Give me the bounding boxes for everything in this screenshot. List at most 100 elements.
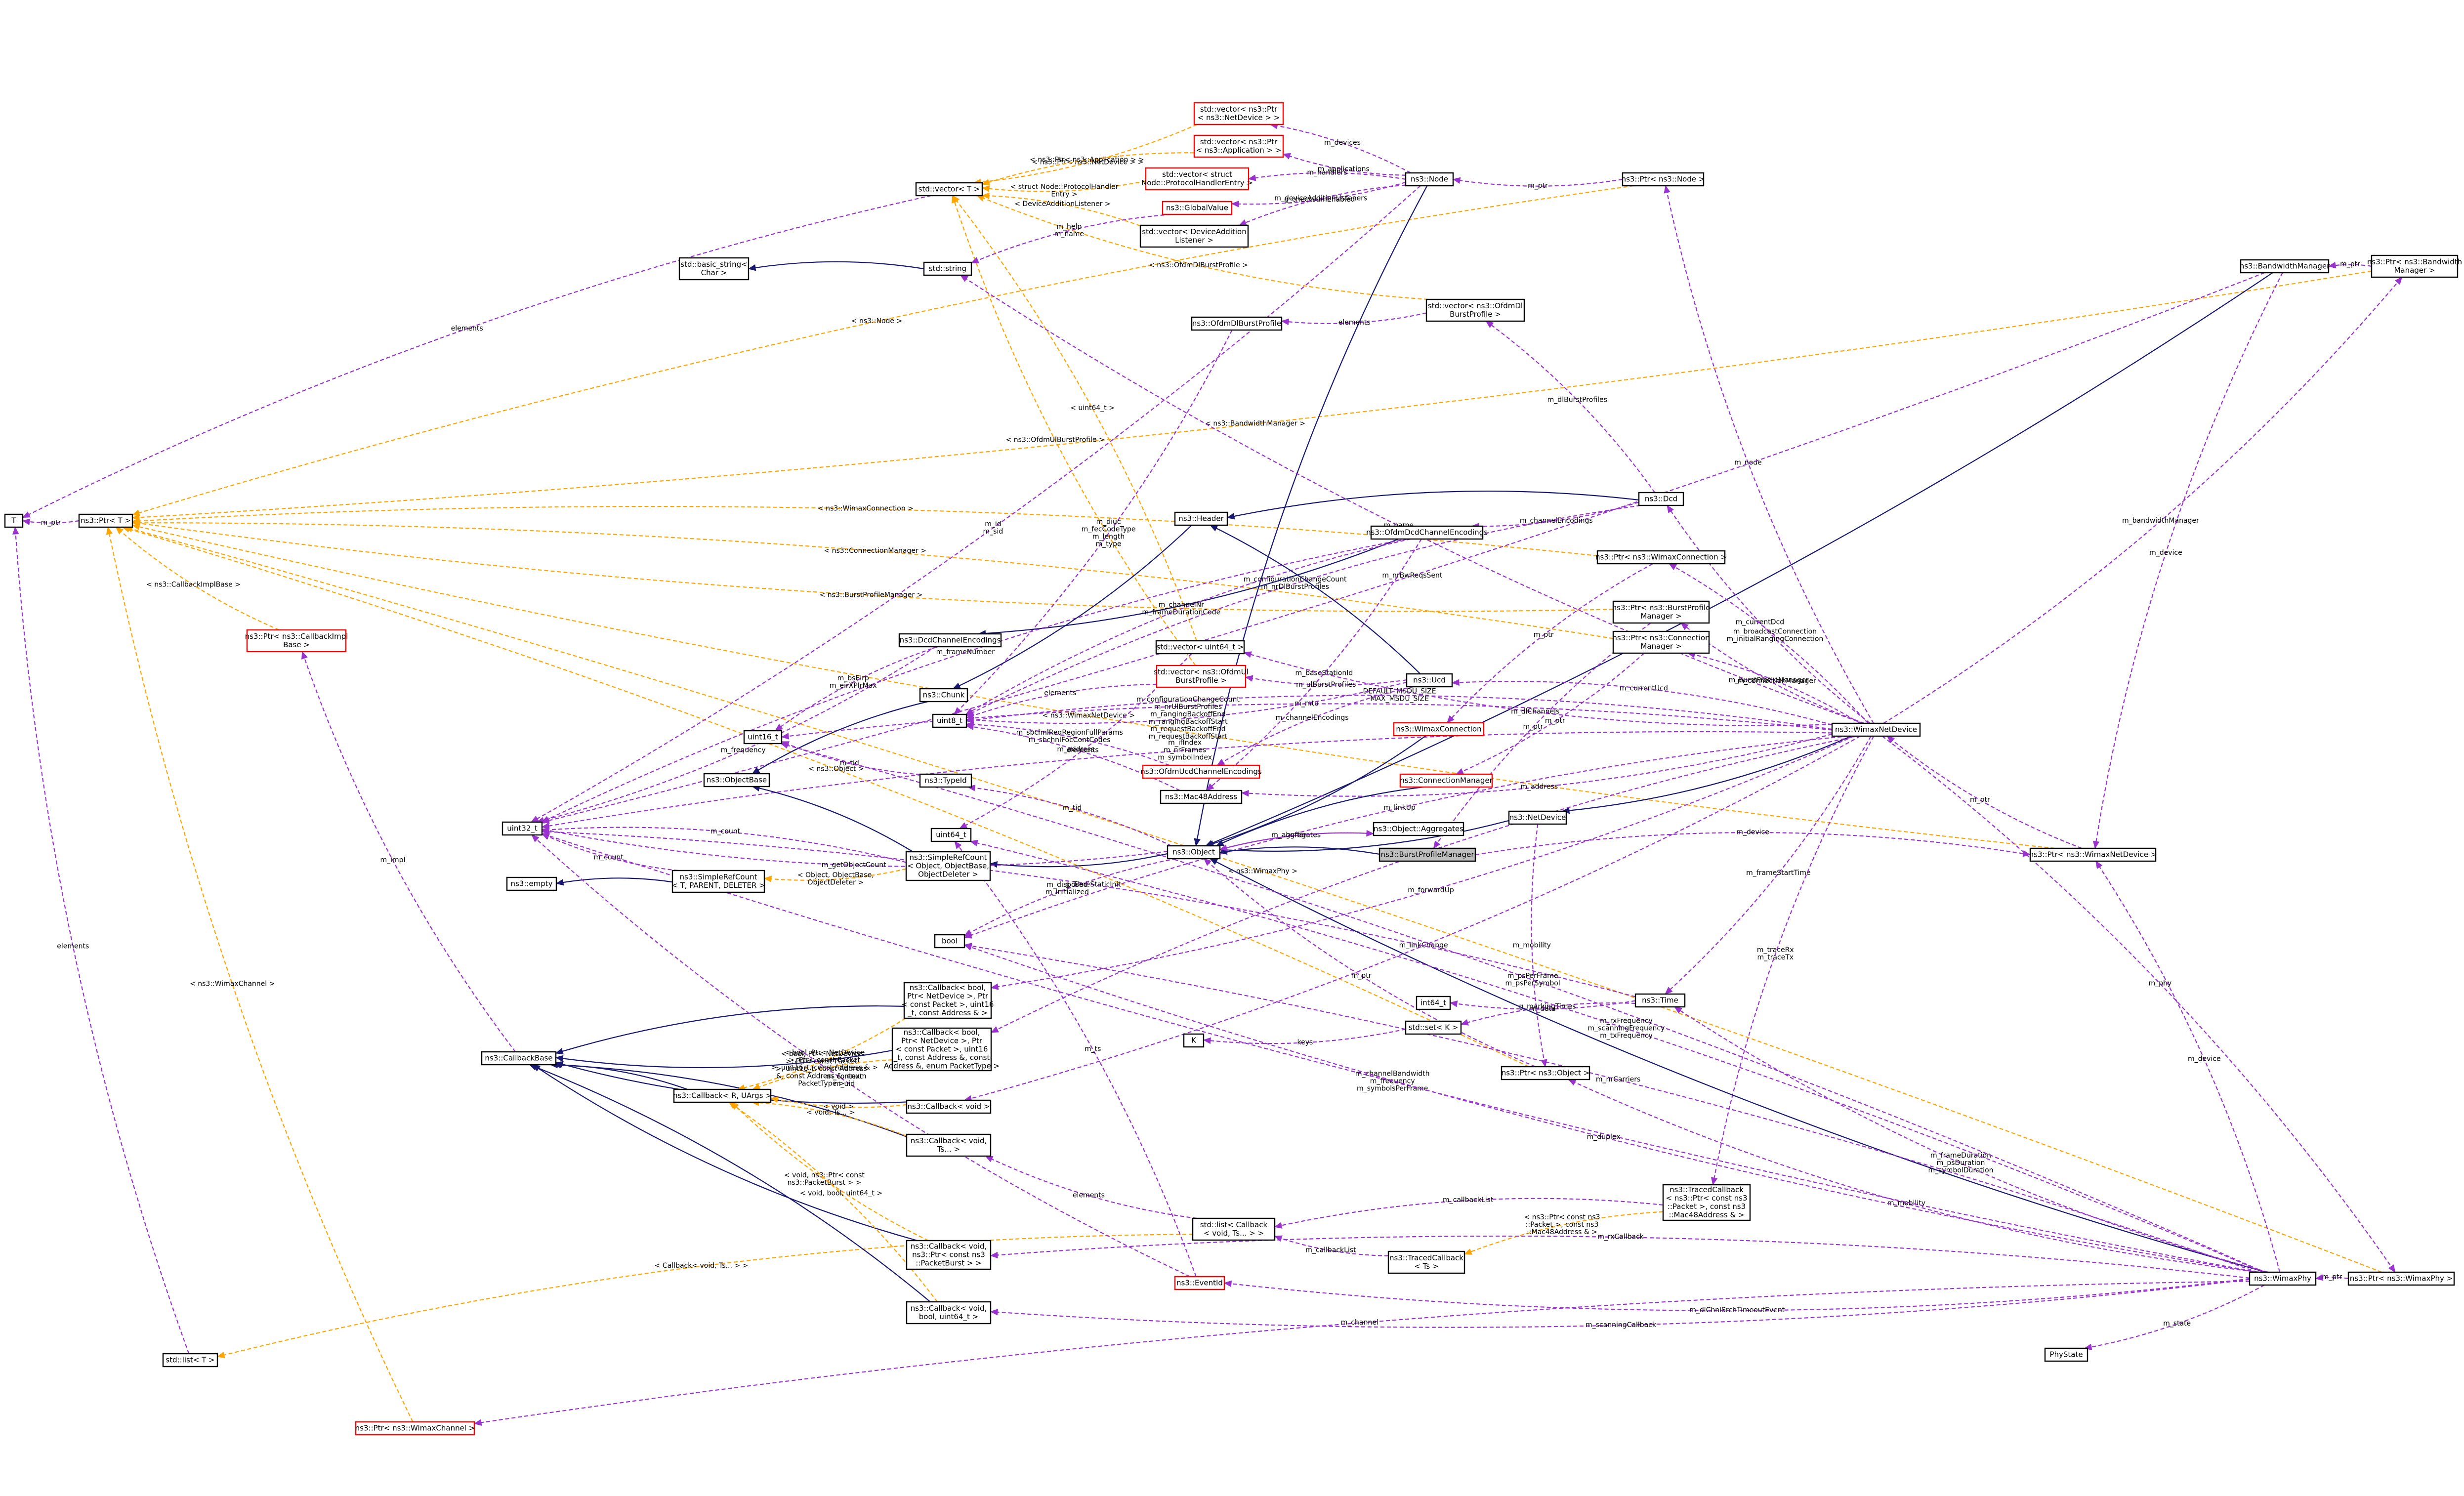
- edge-callbackImplBase-to-ptrT: < ns3::CallbackImplBase >: [115, 527, 280, 631]
- node-globalValue[interactable]: ns3::GlobalValue: [1162, 201, 1233, 215]
- node-uint32[interactable]: uint32_t: [501, 821, 543, 836]
- node-uint8[interactable]: uint8_t: [932, 713, 967, 728]
- node-ptrConnMgr[interactable]: ns3::Ptr< ns3::ConnectionManager >: [1612, 630, 1710, 654]
- node-vecOfdmDlBurst[interactable]: std::vector< ns3::OfdmDlBurstProfile >: [1425, 298, 1525, 322]
- edge-arrowhead: [969, 839, 978, 846]
- edge-wimaxPhy-to-uint64: m_rxFrequencym_scanningFrequencym_txFreq…: [969, 839, 2264, 1273]
- node-vecProtoHandler[interactable]: std::vector< structNode::ProtocolHandler…: [1141, 167, 1253, 191]
- edge-label: m_address: [1057, 746, 1094, 753]
- node-ptrT[interactable]: ns3::Ptr< T >: [78, 513, 133, 528]
- node-tracedCbPkt[interactable]: ns3::TracedCallback< ns3::Ptr< const ns3…: [1662, 1184, 1751, 1221]
- node-cbRUArgs[interactable]: ns3::Callback< R, UArgs >: [673, 1088, 772, 1103]
- node-int64[interactable]: int64_t: [1416, 996, 1451, 1010]
- node-dcd[interactable]: ns3::Dcd: [1638, 492, 1684, 506]
- edge-label: m_mobility: [1887, 1199, 1925, 1207]
- node-object[interactable]: ns3::Object: [1167, 845, 1221, 860]
- node-stdlistT[interactable]: std::list< T >: [162, 1353, 218, 1368]
- node-box: [1393, 722, 1485, 737]
- node-ptrNode[interactable]: ns3::Ptr< ns3::Node >: [1622, 172, 1705, 187]
- node-K[interactable]: K: [1183, 1033, 1205, 1048]
- edge-stdlistCb-to-stdlistT: < Callback< void, Ts... > >: [216, 1234, 1193, 1359]
- node-chunk[interactable]: ns3::Chunk: [919, 688, 968, 703]
- node-bwManager[interactable]: ns3::BandwidthManager: [2240, 259, 2330, 274]
- node-label: std::vector< uint64_t >: [1156, 643, 1244, 652]
- node-vecOfdmUlBurst[interactable]: std::vector< ns3::OfdmUlBurstProfile >: [1154, 665, 1249, 688]
- node-vecApplication[interactable]: std::vector< ns3::Ptr< ns3::Application …: [1193, 134, 1284, 158]
- node-setK[interactable]: std::set< K >: [1405, 1020, 1462, 1035]
- edge-arrowhead: [1245, 675, 1253, 682]
- node-connMgr[interactable]: ns3::ConnectionManager: [1399, 773, 1493, 788]
- node-ucd[interactable]: ns3::Ucd: [1406, 673, 1453, 688]
- node-empty[interactable]: ns3::empty: [506, 876, 557, 891]
- edge-arrowhead: [1241, 790, 1249, 797]
- edge-line: [1224, 1278, 2250, 1311]
- node-uint16[interactable]: uint16_t: [743, 730, 783, 745]
- edge-line: [965, 538, 1411, 715]
- node-label: < const Packet >, uint16: [902, 1000, 994, 1009]
- node-wimaxPhy[interactable]: ns3::WimaxPhy: [2249, 1271, 2317, 1286]
- node-stdstring[interactable]: std::string: [923, 261, 972, 276]
- node-callbackBase[interactable]: ns3::CallbackBase: [481, 1051, 557, 1066]
- node-uint64[interactable]: uint64_t: [930, 828, 972, 842]
- edge-wimaxPhy-to-cbVoidPkt: m_rxCallback: [990, 1233, 2250, 1279]
- node-tracedCbTs[interactable]: ns3::TracedCallback< Ts >: [1387, 1250, 1465, 1274]
- node-cbBoolNetDev2[interactable]: ns3::Callback< bool,Ptr< NetDevice >, Pt…: [884, 1027, 1000, 1072]
- edge-setK-to-K: keys: [1203, 1028, 1406, 1046]
- node-basicString[interactable]: std::basic_string<Char >: [678, 257, 750, 281]
- node-ofdmUcdEnc[interactable]: ns3::OfdmUcdChannelEncodings: [1140, 764, 1262, 779]
- node-ptrWimaxChannel[interactable]: ns3::Ptr< ns3::WimaxChannel >: [355, 1421, 475, 1436]
- node-time[interactable]: ns3::Time: [1634, 993, 1686, 1008]
- node-vecUint64[interactable]: std::vector< uint64_t >: [1155, 640, 1245, 655]
- node-phyState[interactable]: PhyState: [2044, 1347, 2088, 1362]
- node-typeId[interactable]: ns3::TypeId: [919, 773, 972, 788]
- node-dcdChanEnc[interactable]: ns3::DcdChannelEncodings: [898, 633, 1002, 648]
- node-ptrBurstProfMgr[interactable]: ns3::Ptr< ns3::BurstProfileManager >: [1612, 600, 1711, 624]
- node-label: ns3::DcdChannelEncodings: [900, 636, 1001, 645]
- node-ofdmDlBurst[interactable]: ns3::OfdmDlBurstProfile: [1191, 316, 1283, 331]
- edge-label: m_ulBurstProfiles: [1296, 681, 1356, 689]
- edge-line: [990, 1235, 2250, 1279]
- node-wimaxConn[interactable]: ns3::WimaxConnection: [1393, 722, 1485, 737]
- node-cbVoidPkt[interactable]: ns3::Callback< void,ns3::Ptr< const ns3:…: [906, 1240, 992, 1270]
- edge-line: [2084, 1285, 2265, 1349]
- node-cbVoidBool[interactable]: ns3::Callback< void,bool, uint64_t >: [906, 1301, 992, 1325]
- node-vectorT[interactable]: std::vector< T >: [915, 182, 983, 197]
- edge-line: [542, 827, 907, 863]
- node-ptrBwManager[interactable]: ns3::Ptr< ns3::BandwidthManager >: [2367, 254, 2462, 278]
- edge-node-to-globalValue: g_checksumEnabled: [1231, 181, 1406, 208]
- node-eventId[interactable]: ns3::EventId: [1174, 1276, 1225, 1290]
- node-label: ns3::TypeId: [924, 776, 966, 785]
- edge-label: m_txFrequency: [1600, 1032, 1653, 1040]
- node-cbBoolNetDev[interactable]: ns3::Callback< bool,Ptr< NetDevice >, Pt…: [902, 982, 994, 1019]
- node-vecNetDevice[interactable]: std::vector< ns3::Ptr< ns3::NetDevice > …: [1193, 102, 1284, 125]
- node-cbVoidTs[interactable]: ns3::Callback< void,Ts... >: [906, 1133, 992, 1157]
- node-simpleRefCountT[interactable]: ns3::SimpleRefCount< T, PARENT, DELETER …: [671, 870, 765, 893]
- node-ptrWimaxNetDevice[interactable]: ns3::Ptr< ns3::WimaxNetDevice >: [2029, 847, 2157, 862]
- node-callbackImplBase[interactable]: ns3::Ptr< ns3::CallbackImplBase >: [245, 629, 348, 653]
- node-label: std::vector< ns3::OfdmDl: [1428, 301, 1523, 310]
- node-ptrObject[interactable]: ns3::Ptr< ns3::Object >: [1501, 1066, 1590, 1080]
- node-objectBase[interactable]: ns3::ObjectBase: [703, 773, 770, 788]
- node-wimaxNetDevice[interactable]: ns3::WimaxNetDevice: [1831, 722, 1921, 737]
- node-mac48[interactable]: ns3::Mac48Address: [1160, 790, 1243, 804]
- node-ptrWimaxConn[interactable]: ns3::Ptr< ns3::WimaxConnection >: [1595, 550, 1727, 565]
- node-node[interactable]: ns3::Node: [1405, 172, 1454, 187]
- node-ptrWimaxPhy[interactable]: ns3::Ptr< ns3::WimaxPhy >: [2347, 1271, 2455, 1286]
- node-vecDevAddListener[interactable]: std::vector< DeviceAdditionListener >: [1139, 224, 1249, 248]
- node-bool[interactable]: bool: [934, 934, 965, 949]
- edge-label: &, const Address &, enum: [776, 1072, 866, 1080]
- edge-arrowhead: [1433, 840, 1441, 849]
- node-burstProfMgr[interactable]: ns3::BurstProfileManager: [1378, 847, 1476, 862]
- node-header[interactable]: ns3::Header: [1174, 511, 1228, 526]
- edge-label: < ns3::OfdmDlBurstProfile >: [1149, 261, 1248, 269]
- edge-mac48-to-uint8: m_address: [965, 723, 1180, 791]
- node-simpleRefCountObj[interactable]: ns3::SimpleRefCount< Object, ObjectBase,…: [905, 851, 991, 881]
- node-cbVoid[interactable]: ns3::Callback< void >: [906, 1099, 992, 1114]
- node-objAggregates[interactable]: ns3::Object::Aggregates: [1373, 822, 1464, 836]
- node-netDevice[interactable]: ns3::NetDevice: [1508, 810, 1567, 825]
- node-label: ns3::Callback< void,: [911, 1242, 987, 1251]
- node-T[interactable]: T: [4, 513, 24, 528]
- node-stdlistCb[interactable]: std::list< Callback< void, Ts... > >: [1192, 1217, 1276, 1241]
- node-ofdmDcdEnc[interactable]: ns3::OfdmDcdChannelEncodings: [1366, 525, 1488, 540]
